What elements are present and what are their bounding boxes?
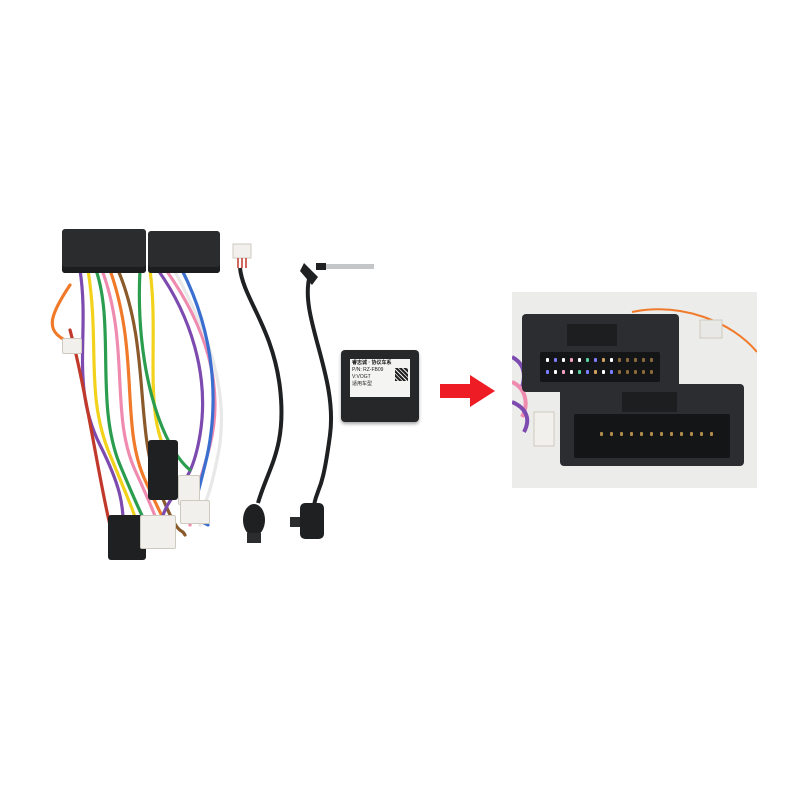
- connector-pin: [640, 432, 643, 436]
- connector-pin: [546, 370, 549, 374]
- connector-pin: [650, 432, 653, 436]
- qr-code-icon: [395, 368, 408, 381]
- label-vehicles: 适用车型: [352, 381, 373, 387]
- connector-pin: [570, 358, 573, 362]
- connector-pin: [562, 370, 565, 374]
- connector-pin: [620, 432, 623, 436]
- label-part-number: P/N: RZ-FB09: [352, 367, 384, 373]
- arrow-right-icon: [440, 375, 495, 407]
- connector-pin: [626, 358, 629, 362]
- decoder-label: 睿志诚 · 协议车系 P/N: RZ-FB09 V:VOGT 适用车型: [350, 359, 410, 397]
- connector-pin: [710, 432, 713, 436]
- connector-pin: [642, 358, 645, 362]
- lower-connector: [560, 384, 744, 466]
- connector-pin: [586, 358, 589, 362]
- connector-pin: [650, 358, 653, 362]
- connector-pin: [594, 358, 597, 362]
- black-plug-connector: [148, 440, 178, 500]
- harness-connector-right: [148, 231, 220, 273]
- canbus-decoder-box: 睿志诚 · 协议车系 P/N: RZ-FB09 V:VOGT 适用车型: [341, 350, 419, 422]
- connector-pin: [618, 358, 621, 362]
- connector-pin: [626, 370, 629, 374]
- antenna-adapter-cable: [278, 255, 378, 550]
- connector-pin: [554, 358, 557, 362]
- connector-pin: [602, 358, 605, 362]
- label-version: V:VOGT: [352, 374, 371, 380]
- connector-pin: [578, 370, 581, 374]
- label-brand: 睿志诚 · 协议车系: [352, 360, 392, 366]
- connector-pin: [578, 358, 581, 362]
- connector-pin: [630, 432, 633, 436]
- connector-pin: [610, 370, 613, 374]
- connector-pin: [642, 370, 645, 374]
- connector-pin: [546, 358, 549, 362]
- wiring-harness: [40, 225, 240, 570]
- connector-pin: [650, 370, 653, 374]
- connector-pin: [634, 358, 637, 362]
- connector-pin: [610, 432, 613, 436]
- black-bottom-connector: [108, 515, 146, 560]
- connector-pin: [670, 432, 673, 436]
- white-bottom-connector: [140, 515, 176, 549]
- connector-pin: [634, 370, 637, 374]
- signal-cable-icon: [232, 243, 284, 543]
- connector-pin: [700, 432, 703, 436]
- connector-pin: [602, 370, 605, 374]
- connector-pin: [600, 432, 603, 436]
- white-tab-connector: [180, 500, 210, 524]
- connector-pin: [618, 370, 621, 374]
- wire-tag-label: [62, 338, 82, 354]
- connector-pin: [562, 358, 565, 362]
- connector-pin: [586, 370, 589, 374]
- harness-connector-left: [62, 229, 146, 273]
- upper-connector: [522, 314, 679, 392]
- connector-pin: [594, 370, 597, 374]
- signal-cable: [228, 238, 298, 548]
- connector-pin: [690, 432, 693, 436]
- connector-pin: [660, 432, 663, 436]
- connector-closeup-inset: [512, 292, 757, 488]
- connector-pin: [610, 358, 613, 362]
- connector-pin: [680, 432, 683, 436]
- connector-pin: [570, 370, 573, 374]
- antenna-cable-icon: [290, 263, 374, 539]
- connector-pin: [554, 370, 557, 374]
